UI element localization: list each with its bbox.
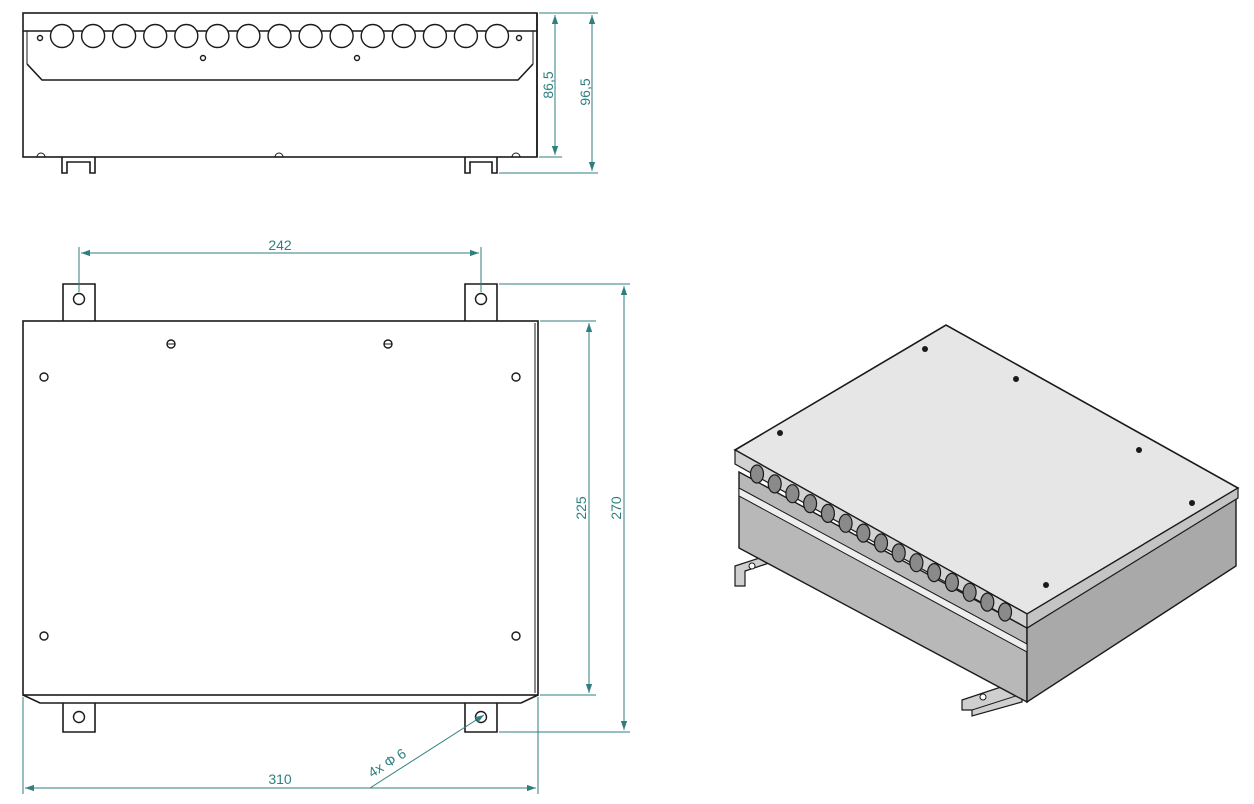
iso-lid-screw [1136, 447, 1142, 453]
top-view-mount-hole [474, 292, 488, 306]
cable-gland-hole [453, 23, 479, 49]
iso-cable-gland [749, 464, 765, 484]
iso-lid-screw [922, 346, 928, 352]
top-view-mount-hole [72, 710, 86, 724]
isometric-view [733, 324, 1240, 717]
dimension-total-height: 96,5 [577, 78, 593, 105]
iso-lid-screw [1013, 376, 1019, 382]
top-view-body [22, 320, 539, 696]
cable-gland-hole [174, 23, 199, 49]
dimension-mount-holes: 4x Φ 6 [365, 745, 409, 781]
top-view-screw-hole [511, 372, 521, 382]
front-view [22, 12, 538, 174]
top-view-screw-hole [39, 631, 49, 641]
front-view-screw-hole [515, 34, 523, 42]
cable-gland-hole [142, 23, 168, 49]
iso-cable-gland [856, 523, 871, 543]
iso-cable-gland [838, 513, 853, 533]
front-view-foot-screw [36, 152, 46, 158]
dimension-body-depth: 225 [573, 496, 589, 520]
cable-gland-hole [391, 23, 416, 49]
cable-gland-hole [422, 23, 448, 49]
iso-cable-gland [962, 582, 977, 602]
iso-cable-gland [767, 474, 782, 494]
dimension-mount-spacing: 242 [268, 237, 292, 253]
cable-gland-hole [80, 23, 106, 49]
front-view-screw-hole [199, 54, 207, 62]
iso-box-chamfer-strip [738, 487, 1028, 653]
top-view-mount-hole [72, 292, 86, 306]
cable-gland-row [49, 23, 510, 49]
dimension-total-depth: 270 [608, 496, 624, 520]
leader-line-mount-holes [369, 714, 485, 789]
cable-gland-hole [329, 23, 354, 49]
iso-cable-gland [785, 484, 800, 504]
top-view-mount-tab-bottom-right [464, 703, 498, 733]
iso-cable-gland [891, 543, 906, 563]
iso-cable-gland [997, 602, 1013, 622]
front-view-mount-foot-left [61, 157, 96, 174]
iso-cable-gland [944, 572, 960, 593]
front-view-mount-foot-right [464, 157, 498, 174]
front-view-chamfer [26, 63, 534, 81]
cable-gland-hole [484, 23, 510, 49]
cable-gland-hole [267, 23, 292, 49]
iso-box-lid-right-rim [1026, 486, 1239, 630]
iso-cable-gland [802, 494, 818, 514]
front-view-foot-screw [511, 152, 521, 158]
iso-cable-gland [820, 503, 836, 524]
iso-cable-gland-row [749, 464, 1013, 622]
front-view-foot-screw [274, 152, 284, 158]
top-view-mount-tab-bottom-left [62, 703, 96, 733]
dimension-inner-height: 86,5 [540, 71, 556, 98]
top-view-dimensions: 242 225 270 310 4x Φ 6 [22, 237, 630, 794]
iso-mount-foot-front-edge [971, 693, 1023, 711]
cable-gland-hole [49, 23, 75, 49]
iso-cable-gland [926, 562, 942, 583]
cable-gland-hole [205, 23, 230, 49]
cable-gland-hole [236, 23, 261, 49]
iso-lid-screw [777, 430, 783, 436]
front-view-screw-hole [353, 54, 361, 62]
iso-lid-screw [1043, 582, 1049, 588]
iso-lid-screw [1189, 500, 1195, 506]
front-view-dimensions: 86,5 96,5 [499, 12, 598, 174]
iso-cable-gland [873, 533, 889, 553]
cable-gland-hole [111, 23, 137, 49]
front-view-screw-hole [36, 34, 44, 42]
iso-cable-gland [909, 553, 924, 573]
cable-gland-hole [360, 23, 385, 49]
iso-mount-hole [748, 562, 756, 570]
top-view-front-chamfer [22, 694, 539, 704]
iso-cable-gland [980, 592, 995, 612]
cable-gland-hole [298, 23, 323, 49]
top-view-screw-hole [39, 372, 49, 382]
iso-mount-hole [979, 693, 987, 701]
top-view-screw-hole [511, 631, 521, 641]
top-view [22, 283, 539, 733]
dimension-total-width: 310 [268, 771, 292, 787]
